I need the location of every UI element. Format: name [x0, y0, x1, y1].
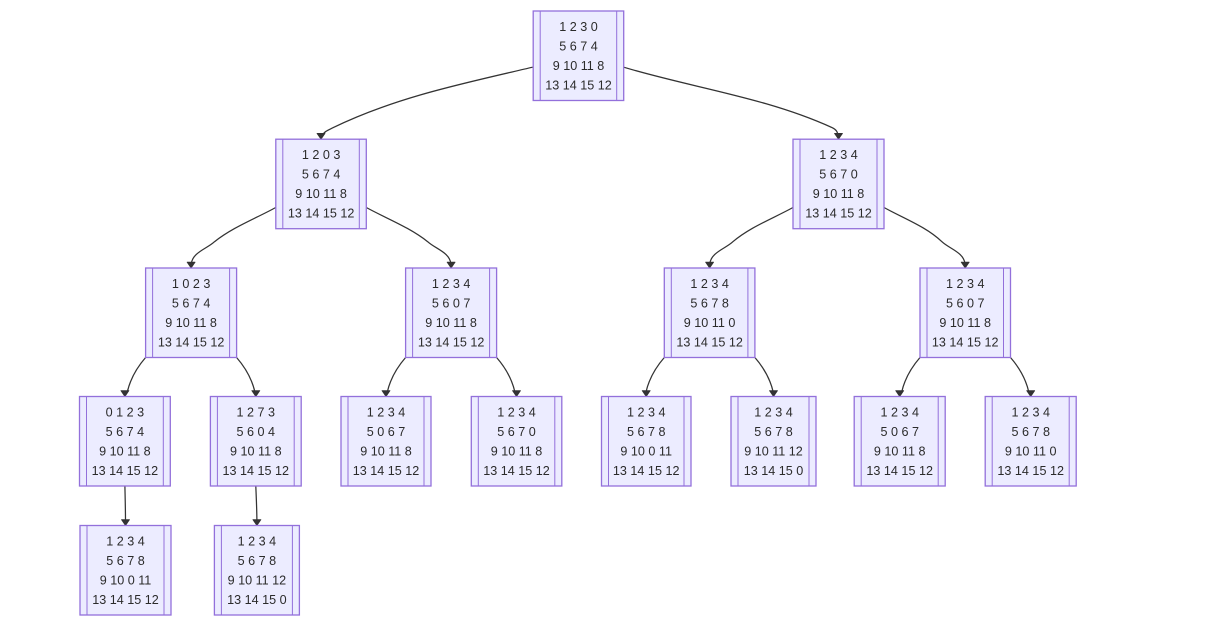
svg-text:13 14 15 12: 13 14 15 12	[805, 207, 872, 221]
svg-text:5 6 7 4: 5 6 7 4	[559, 39, 598, 53]
svg-text:5 0 6 7: 5 0 6 7	[367, 425, 406, 439]
svg-text:13 14 15 0: 13 14 15 0	[227, 593, 287, 607]
svg-text:1 2 3 4: 1 2 3 4	[754, 405, 793, 419]
svg-text:1 2 3 4: 1 2 3 4	[690, 277, 729, 291]
svg-text:1 2 3 0: 1 2 3 0	[559, 20, 598, 34]
svg-text:9 10 11 8: 9 10 11 8	[813, 187, 865, 201]
svg-text:1 2 3 4: 1 2 3 4	[106, 534, 145, 548]
svg-text:0 1 2 3: 0 1 2 3	[106, 405, 145, 419]
svg-text:1 2 3 4: 1 2 3 4	[946, 277, 985, 291]
svg-text:13 14 15 12: 13 14 15 12	[545, 78, 612, 92]
svg-text:5 6 7 8: 5 6 7 8	[690, 296, 729, 310]
svg-text:9 10 11 8: 9 10 11 8	[230, 444, 282, 458]
svg-text:13 14 15 12: 13 14 15 12	[483, 464, 550, 478]
svg-text:9 10 0 11: 9 10 0 11	[100, 573, 152, 587]
svg-text:9 10 11 8: 9 10 11 8	[491, 444, 543, 458]
svg-text:1 0 2 3: 1 0 2 3	[172, 277, 211, 291]
svg-text:9 10 11 8: 9 10 11 8	[295, 187, 347, 201]
svg-text:13 14 15 12: 13 14 15 12	[932, 335, 999, 349]
svg-text:1 2 3 4: 1 2 3 4	[1011, 405, 1050, 419]
svg-text:5 6 7 8: 5 6 7 8	[627, 425, 666, 439]
svg-text:13 14 15 12: 13 14 15 12	[676, 335, 743, 349]
svg-text:5 6 7 8: 5 6 7 8	[106, 554, 145, 568]
svg-text:5 6 7 4: 5 6 7 4	[106, 425, 145, 439]
svg-text:5 6 7 0: 5 6 7 0	[497, 425, 536, 439]
svg-text:5 6 7 8: 5 6 7 8	[1011, 425, 1050, 439]
svg-text:9 10 11 8: 9 10 11 8	[553, 59, 605, 73]
svg-text:1 2 0 3: 1 2 0 3	[302, 148, 341, 162]
svg-text:5 6 0 4: 5 6 0 4	[237, 425, 276, 439]
svg-text:5 6 0 7: 5 6 0 7	[946, 296, 985, 310]
svg-text:13 14 15 12: 13 14 15 12	[997, 464, 1064, 478]
svg-text:1 2 3 4: 1 2 3 4	[880, 405, 919, 419]
svg-text:13 14 15 12: 13 14 15 12	[92, 464, 159, 478]
svg-text:9 10 11 8: 9 10 11 8	[425, 316, 477, 330]
svg-text:9 10 11 0: 9 10 11 0	[684, 316, 736, 330]
svg-text:9 10 11 12: 9 10 11 12	[744, 444, 803, 458]
svg-text:1 2 3 4: 1 2 3 4	[497, 405, 536, 419]
svg-text:1 2 3 4: 1 2 3 4	[819, 148, 858, 162]
svg-text:9 10 11 8: 9 10 11 8	[939, 316, 991, 330]
svg-text:9 10 11 12: 9 10 11 12	[228, 573, 287, 587]
svg-text:9 10 11 8: 9 10 11 8	[360, 444, 412, 458]
svg-text:13 14 15 12: 13 14 15 12	[613, 464, 680, 478]
svg-text:9 10 11 0: 9 10 11 0	[1005, 444, 1057, 458]
svg-text:13 14 15 0: 13 14 15 0	[744, 464, 804, 478]
svg-text:5 0 6 7: 5 0 6 7	[880, 425, 919, 439]
svg-text:1 2 3 4: 1 2 3 4	[238, 534, 277, 548]
svg-text:13 14 15 12: 13 14 15 12	[288, 207, 355, 221]
svg-text:5 6 0 7: 5 6 0 7	[432, 296, 471, 310]
svg-text:5 6 7 4: 5 6 7 4	[172, 296, 211, 310]
svg-text:13 14 15 12: 13 14 15 12	[223, 464, 290, 478]
svg-text:13 14 15 12: 13 14 15 12	[92, 593, 159, 607]
svg-text:1 2 7 3: 1 2 7 3	[237, 405, 276, 419]
svg-text:1 2 3 4: 1 2 3 4	[432, 277, 471, 291]
svg-text:9 10 11 8: 9 10 11 8	[874, 444, 926, 458]
svg-text:13 14 15 12: 13 14 15 12	[353, 464, 420, 478]
svg-text:1 2 3 4: 1 2 3 4	[367, 405, 406, 419]
svg-text:13 14 15 12: 13 14 15 12	[866, 464, 933, 478]
svg-text:9 10 0 11: 9 10 0 11	[620, 444, 672, 458]
svg-text:13 14 15 12: 13 14 15 12	[418, 335, 485, 349]
svg-text:5 6 7 8: 5 6 7 8	[238, 554, 277, 568]
svg-text:9 10 11 8: 9 10 11 8	[165, 316, 217, 330]
svg-text:13 14 15 12: 13 14 15 12	[158, 335, 225, 349]
svg-text:5 6 7 0: 5 6 7 0	[819, 168, 858, 182]
svg-text:5 6 7 4: 5 6 7 4	[302, 168, 341, 182]
svg-text:9 10 11 8: 9 10 11 8	[99, 444, 151, 458]
svg-text:5 6 7 8: 5 6 7 8	[754, 425, 793, 439]
svg-text:1 2 3 4: 1 2 3 4	[627, 405, 666, 419]
